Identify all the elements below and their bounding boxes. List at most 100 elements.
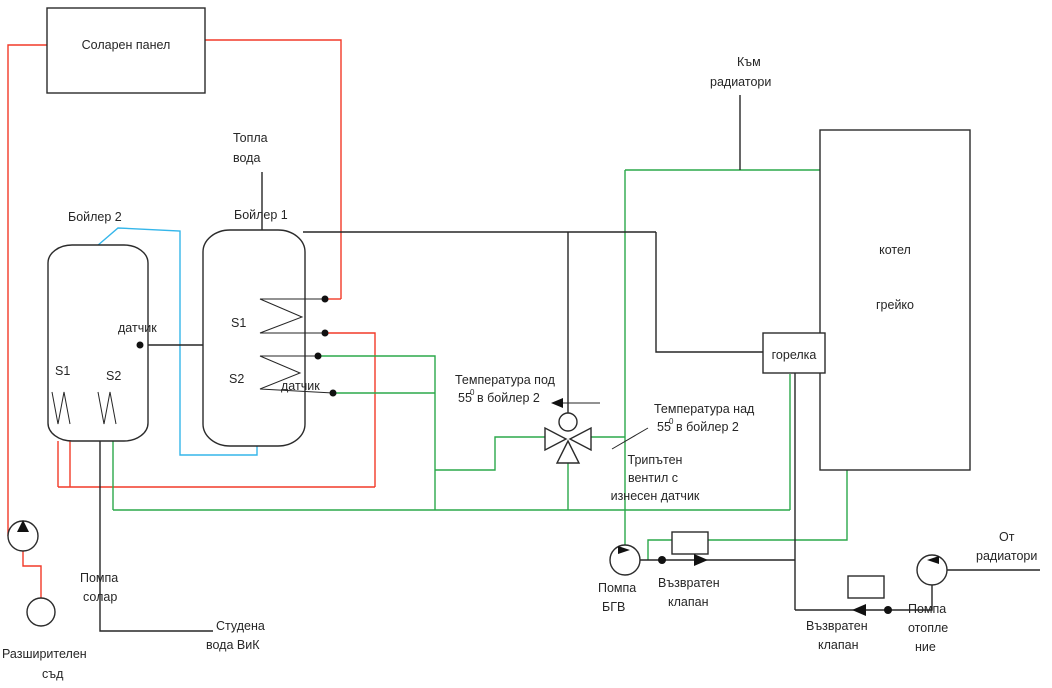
pump-bgv-label-line2: БГВ: [602, 600, 625, 614]
cold-water-label: Студена вода ВиК: [206, 619, 265, 652]
boiler1-coil-dot-3: [314, 352, 322, 360]
kotel-return-pipe: [647, 470, 848, 560]
cold-water-line2: вода ВиК: [206, 638, 260, 652]
boiler2-to-boiler1-pipe: [96, 227, 258, 456]
hot-water-line1: Топла: [233, 131, 268, 145]
temp-below-rest: в бойлер 2: [477, 391, 540, 405]
check-valve-1-body: [671, 531, 709, 555]
from-radiators-line1: От: [999, 530, 1015, 544]
pump-bgv: Помпа БГВ: [598, 544, 641, 614]
temp-above-value: 55: [657, 420, 671, 434]
solar-return-pipe: [205, 39, 342, 299]
three-way-valve-label: Трипътен вентил с изнесен датчик: [611, 427, 700, 503]
check-valve-1-label-line2: клапан: [668, 595, 709, 609]
kotel-greyko: котел грейко: [819, 129, 971, 471]
boiler2-s1-label: S1: [55, 364, 70, 378]
valve-left-pipe: [435, 436, 545, 471]
boiler2-label: Бойлер 2: [68, 210, 122, 224]
check-valve-2-dot: [884, 606, 892, 614]
expansion-vessel-body: [26, 597, 56, 627]
pump-solar-label-line1: Помпа: [80, 571, 118, 585]
valve-label-line2: вентил с: [628, 471, 678, 485]
cold-water-line1: Студена: [216, 619, 265, 633]
cold-water-inlet-pipe: [99, 441, 213, 632]
temp-below-value: 55: [458, 391, 472, 405]
pump-heating: Помпа отопле ние: [908, 554, 948, 654]
heating-return-pipe: [795, 585, 933, 611]
gorelka-label: горелка: [772, 348, 817, 362]
pump-heating-label-line2: отопле: [908, 621, 948, 635]
pump-heating-label-line1: Помпа: [908, 602, 946, 616]
pump-heating-arrow-icon: [927, 556, 939, 564]
valve-actuator-circle: [558, 412, 578, 432]
gorelka-feed-pipe: [655, 232, 763, 353]
valve-bottom-triangle: [555, 439, 581, 464]
boiler2-coil-s1: [51, 391, 71, 425]
check-valve-2-body: [847, 575, 885, 599]
boiler1-label: Бойлер 1: [234, 208, 288, 222]
gorelka-box: [762, 332, 826, 374]
boiler1-coil-s2: [259, 355, 334, 394]
temp-above-annotation: Температура над 55 0 в бойлер 2: [654, 402, 755, 434]
boiler1-tank: [202, 229, 306, 447]
solar-loop-pipes: [7, 39, 376, 598]
check-valve-2-label-line1: Възвратен: [806, 619, 868, 633]
pump-solar-label-line2: солар: [83, 590, 117, 604]
solar-panel-label: Соларен панел: [82, 38, 171, 52]
solar-pump-outlet-pipe: [22, 551, 42, 598]
pump-bgv-label-line1: Помпа: [598, 581, 636, 595]
expansion-vessel: Разширителен съд: [2, 597, 87, 681]
to-radiators-line2: радиатори: [710, 75, 771, 89]
temp-above-line1: Температура над: [654, 402, 755, 416]
pump-solar: Помпа солар: [7, 520, 118, 604]
expansion-vessel-label-line1: Разширителен: [2, 647, 87, 661]
boiler1-coil-s2-pipe: [318, 355, 436, 510]
check-valve-2-arrow-icon: [852, 604, 866, 616]
temp-below-arrowhead: [551, 398, 563, 408]
boiler-1: Бойлер 1 S1 S2 датчик: [202, 208, 337, 447]
check-valve-1-dot: [658, 556, 666, 564]
check-valve-2: Възвратен клапан: [806, 575, 892, 652]
check-valve-1: Възвратен клапан: [658, 531, 720, 609]
valve-label-line1: Трипътен: [628, 453, 683, 467]
hot-water-line2: вода: [233, 151, 260, 165]
temp-above-sup: 0: [669, 417, 674, 426]
valve-label-line3: изнесен датчик: [611, 489, 700, 503]
from-radiators-line2: радиатори: [976, 549, 1037, 563]
hot-water-label: Топла вода: [233, 131, 268, 165]
to-radiators-line1: Към: [737, 55, 761, 69]
boiler1-sensor-label: датчик: [281, 379, 320, 393]
solar-supply-pipe: [7, 44, 47, 536]
boiler2-s2-label: S2: [106, 369, 121, 383]
check-valve-1-label-line1: Възвратен: [658, 576, 720, 590]
boiler1-coil-s1: [259, 298, 322, 334]
solar-panel-box: [46, 7, 206, 94]
pump-bgv-arrow-icon: [618, 546, 630, 554]
boiler2-coil-s2: [97, 391, 117, 425]
boiler1-coil-dot-1: [321, 295, 329, 303]
temp-below-sup: 0: [470, 388, 475, 397]
three-way-valve: [544, 412, 592, 464]
temp-below-line1: Температура под: [455, 373, 556, 387]
boiler1-sensor-dot: [329, 389, 337, 397]
check-valve-1-arrow-icon: [694, 554, 708, 566]
kotel-label-line2: грейко: [876, 298, 914, 312]
check-valve-2-label-line2: клапан: [818, 638, 859, 652]
valve-right-triangle: [568, 426, 592, 452]
boiler-2: Бойлер 2 S1 S2 датчик: [47, 210, 157, 442]
expansion-vessel-label-line2: съд: [42, 667, 64, 681]
boiler2-sensor-dot: [136, 341, 144, 349]
from-radiators-label: От радиатори: [976, 530, 1037, 563]
valve-leader-line: [611, 427, 649, 450]
valve-left-triangle: [544, 426, 568, 452]
cold-transfer-pipes: [96, 227, 258, 456]
pump-bgv-body: [609, 544, 641, 576]
solar-panel: Соларен панел: [46, 7, 206, 94]
boiler2-sensor-label: датчик: [118, 321, 157, 335]
solar-coil-down-pipe: [325, 332, 376, 487]
boiler1-coil-dot-2: [321, 329, 329, 337]
pump-heating-body: [916, 554, 948, 586]
temp-above-rest: в бойлер 2: [676, 420, 739, 434]
pump-heating-label-line3: ние: [915, 640, 936, 654]
